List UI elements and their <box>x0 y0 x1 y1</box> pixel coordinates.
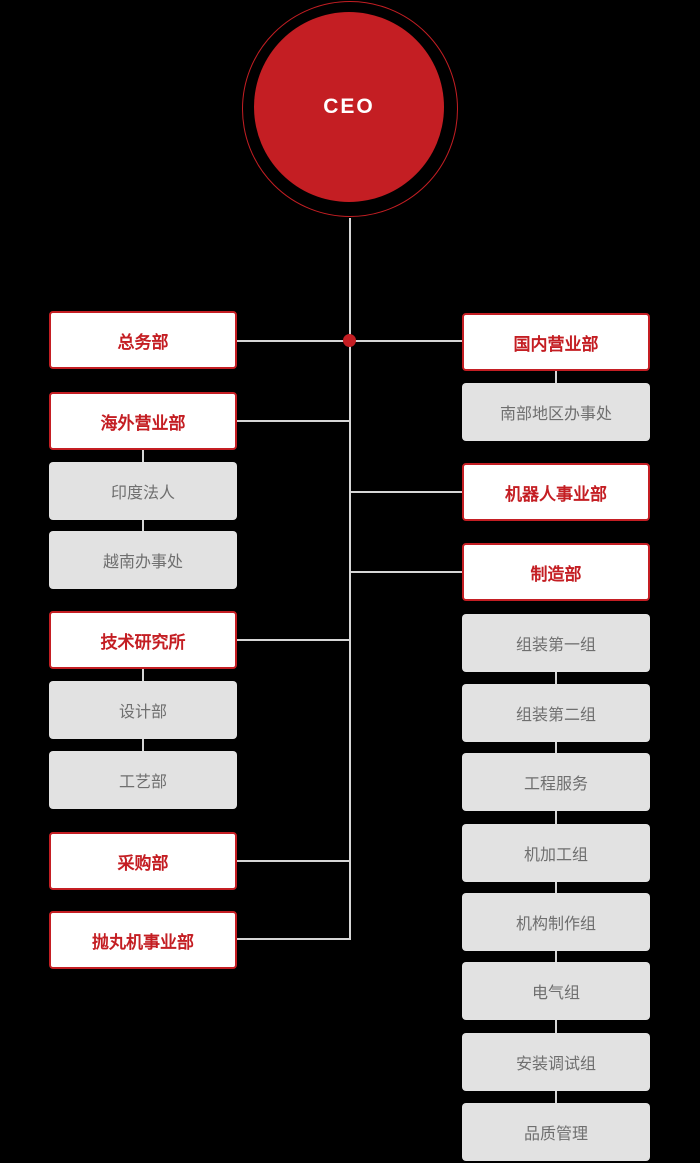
node-ceo: CEO <box>254 12 444 202</box>
node-southern-region-office: 南部地区办事处 <box>462 383 650 441</box>
ceo-ring-outline <box>242 1 458 217</box>
node-general-affairs: 总务部 <box>49 311 237 369</box>
connector-tech-design <box>142 669 144 681</box>
connector-design-process <box>142 739 144 751</box>
connector-main-vertical <box>349 218 351 940</box>
node-overseas-sales: 海外营业部 <box>49 392 237 450</box>
node-shot-blasting-division: 抛丸机事业部 <box>49 911 237 969</box>
node-manufacturing: 制造部 <box>462 543 650 601</box>
node-quality-management: 品质管理 <box>462 1103 650 1161</box>
connector-robot-division-horizontal <box>349 491 463 493</box>
connector-electrical-installation <box>555 1020 557 1033</box>
connector-installation-quality <box>555 1091 557 1103</box>
node-mechanism-production-group: 机构制作组 <box>462 893 650 951</box>
connector-mechanism-electrical <box>555 951 557 962</box>
connector-machining-mechanism <box>555 882 557 893</box>
ceo-label: CEO <box>323 95 375 118</box>
connector-manufacturing-horizontal <box>349 571 463 573</box>
connector-domestic-southern <box>555 371 557 383</box>
node-india-entity: 印度法人 <box>49 462 237 520</box>
junction-dot <box>343 334 356 347</box>
node-assembly-group-1: 组装第一组 <box>462 614 650 672</box>
node-engineering-service: 工程服务 <box>462 753 650 811</box>
connector-overseas-sales-horizontal <box>237 420 351 422</box>
connector-overseas-india <box>142 450 144 462</box>
node-machining-group: 机加工组 <box>462 824 650 882</box>
connector-engineering-machining <box>555 811 557 824</box>
node-robot-division: 机器人事业部 <box>462 463 650 521</box>
node-assembly-group-2: 组装第二组 <box>462 684 650 742</box>
connector-india-vietnam <box>142 520 144 531</box>
node-domestic-sales: 国内营业部 <box>462 313 650 371</box>
connector-purchasing-horizontal <box>237 860 351 862</box>
connector-shot-blasting-horizontal <box>237 938 351 940</box>
node-installation-commissioning-group: 安装调试组 <box>462 1033 650 1091</box>
connector-assembly1-assembly2 <box>555 672 557 684</box>
node-tech-research: 技术研究所 <box>49 611 237 669</box>
node-electrical-group: 电气组 <box>462 962 650 1020</box>
node-process-dept: 工艺部 <box>49 751 237 809</box>
node-design-dept: 设计部 <box>49 681 237 739</box>
connector-assembly2-engineering <box>555 742 557 753</box>
node-vietnam-office: 越南办事处 <box>49 531 237 589</box>
connector-tech-research-horizontal <box>237 639 351 641</box>
node-purchasing: 采购部 <box>49 832 237 890</box>
